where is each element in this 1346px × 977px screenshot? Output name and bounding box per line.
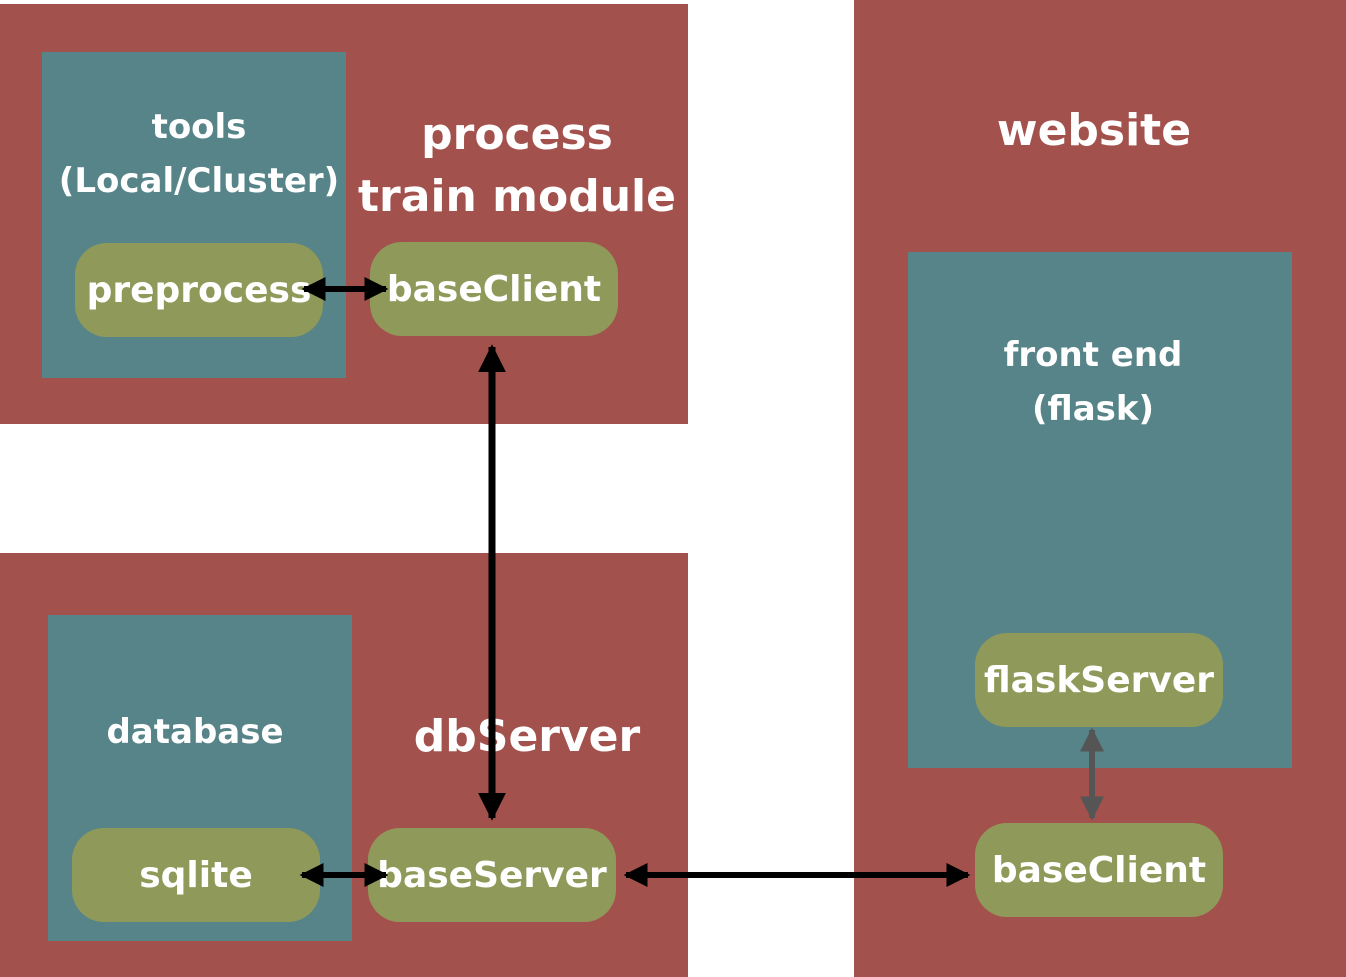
sqlite-node: sqlite — [72, 828, 320, 922]
database-label: database — [106, 712, 284, 752]
baseserver-node: baseServer — [368, 828, 616, 922]
website-title: website — [996, 105, 1192, 156]
process-baseclient-node: baseClient — [370, 242, 618, 336]
website-baseclient-node: baseClient — [975, 823, 1223, 917]
front-end-label: front end (flask) — [1003, 335, 1183, 429]
process-train-module-title: process train module — [358, 109, 676, 222]
preprocess-node: preprocess — [75, 243, 323, 337]
dbserver-title: dbServer — [413, 711, 641, 762]
flaskserver-node: flaskServer — [975, 633, 1223, 727]
tools-label: tools (Local/Cluster) — [58, 107, 340, 201]
